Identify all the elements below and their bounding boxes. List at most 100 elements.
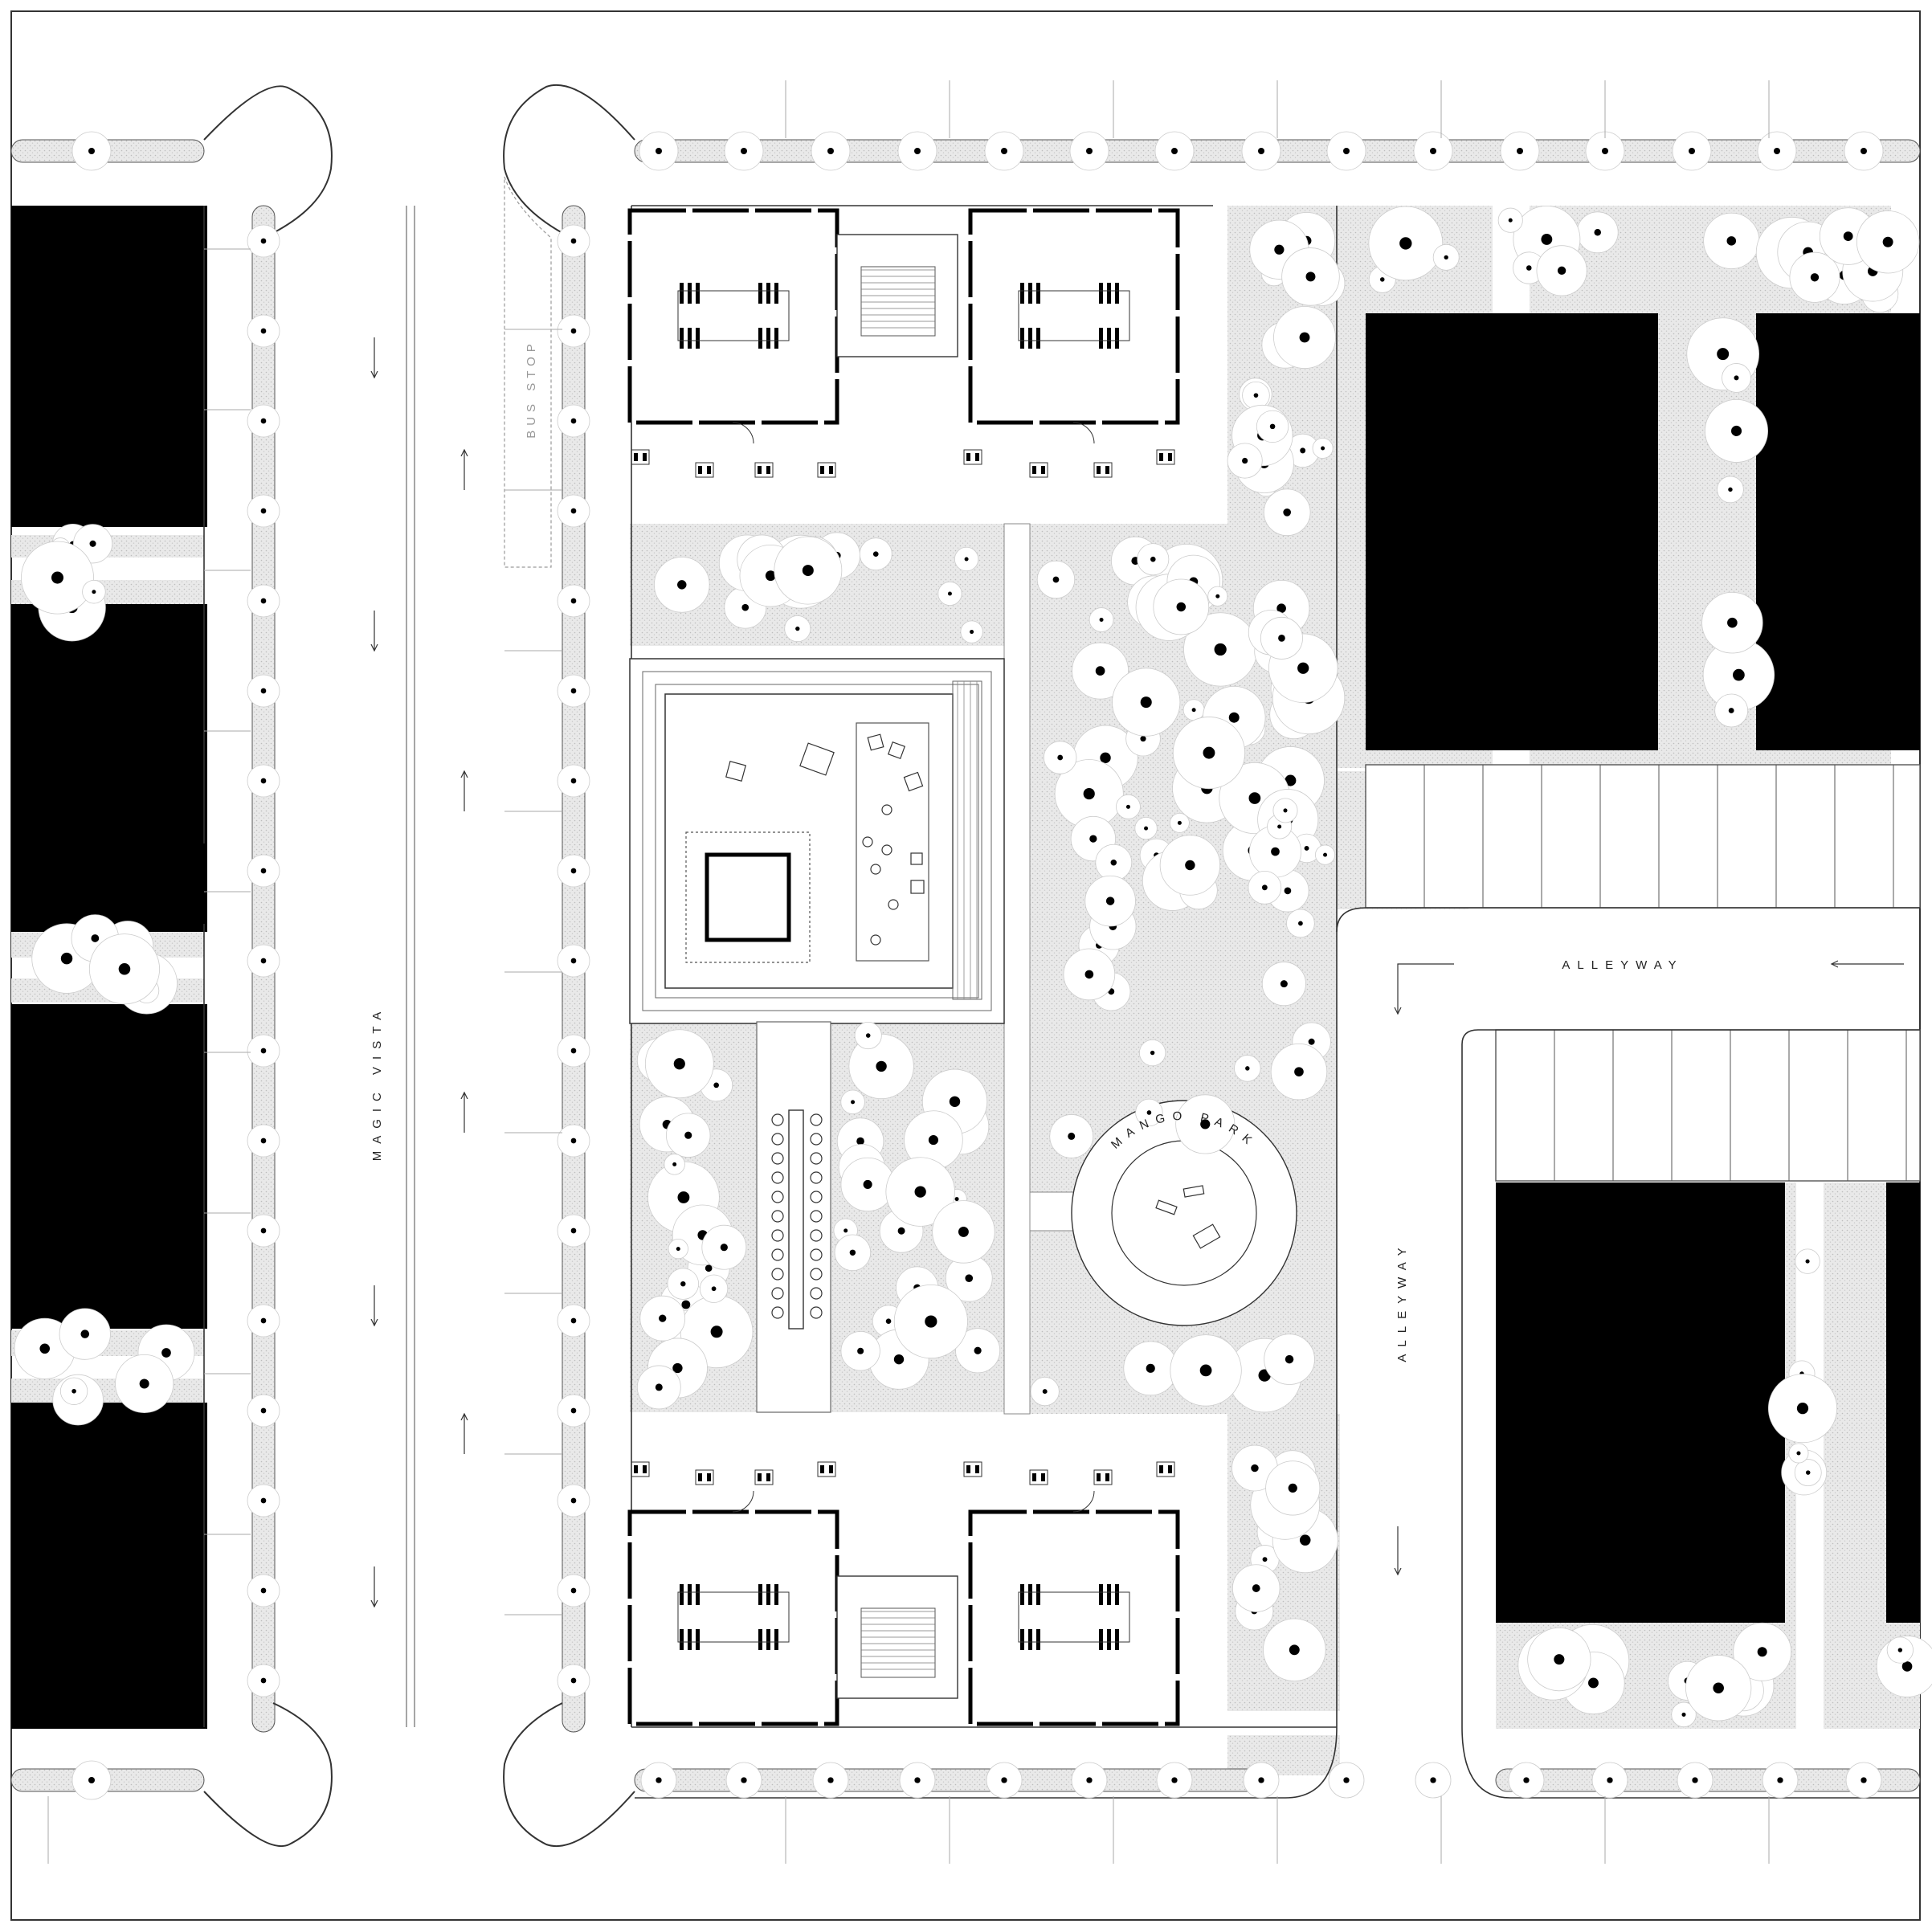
tree-trunk [1523, 1777, 1530, 1783]
tree-trunk [1089, 835, 1097, 843]
tree-trunk [1305, 272, 1316, 282]
tree-trunk [260, 508, 267, 514]
unit-wall [968, 1509, 1180, 1726]
bench [631, 449, 650, 465]
tree-trunk [1191, 708, 1196, 713]
apartment-units [627, 208, 1180, 1726]
tree-trunk [1728, 487, 1733, 492]
chair [810, 1229, 823, 1242]
tree-trunk [1588, 1677, 1599, 1689]
bench-leg [975, 453, 979, 461]
door-swing [732, 1490, 754, 1513]
bulb-out [203, 85, 333, 234]
tree-trunk [1399, 237, 1412, 250]
bench-leg [1105, 1473, 1109, 1481]
bench-leg [698, 466, 702, 474]
tree-trunk [914, 148, 921, 154]
chair [771, 1152, 784, 1165]
chair [810, 1113, 823, 1126]
tree-trunk [80, 1330, 90, 1338]
tree-trunk [260, 778, 267, 784]
bed-post [1020, 1629, 1024, 1650]
building [1756, 313, 1920, 750]
tree-trunk [1276, 603, 1286, 614]
tree-trunk [1242, 457, 1248, 464]
bench-leg [758, 466, 762, 474]
chair [810, 1133, 823, 1146]
bed-post [1107, 328, 1111, 349]
tree-trunk [1271, 847, 1280, 856]
seat-cube [887, 741, 906, 760]
building [1886, 1182, 1920, 1623]
tree-trunk [1861, 148, 1867, 154]
bench [963, 449, 982, 465]
bus-stop-shelter [504, 176, 552, 568]
tree-trunk [863, 1179, 872, 1190]
tree-trunk [1177, 820, 1182, 825]
bench [817, 1461, 836, 1477]
tree-trunk [1251, 1464, 1259, 1472]
chair [810, 1191, 823, 1203]
park-inner-ring [1111, 1140, 1257, 1286]
bed-post [766, 1629, 770, 1650]
tree-trunk [570, 688, 577, 694]
tree-trunk [1144, 826, 1149, 831]
bench-leg [1032, 1473, 1036, 1481]
chair [771, 1133, 784, 1146]
bench-leg [966, 453, 970, 461]
bench-leg [634, 453, 638, 461]
tree-trunk [856, 1137, 864, 1146]
tree-trunk [260, 688, 267, 694]
tree-trunk [260, 1587, 267, 1594]
tree-trunk [893, 1354, 905, 1365]
tree-trunk [260, 1317, 267, 1324]
courtyard-pavilion [629, 658, 1005, 1024]
stair-well [860, 1607, 936, 1678]
tree-trunk [1554, 1654, 1565, 1665]
tree-trunk [1001, 1777, 1007, 1783]
bed-post [1036, 1584, 1040, 1605]
bed-post [1028, 1629, 1032, 1650]
tree-trunk [570, 508, 577, 514]
bench-leg [1041, 1473, 1045, 1481]
bed-post [1028, 1584, 1032, 1605]
chair [771, 1248, 784, 1261]
tree-trunk [1283, 808, 1288, 813]
street-markings [47, 80, 1904, 1864]
tree-trunk [1274, 244, 1285, 255]
tree-trunk [1517, 148, 1523, 154]
bench-leg [1159, 1465, 1163, 1473]
tree-trunk [570, 328, 577, 334]
bed-post [1107, 1629, 1111, 1650]
tree-trunk [260, 1138, 267, 1144]
tree-trunk [659, 1314, 667, 1322]
pavilion-step [642, 671, 992, 1011]
bulb-out [203, 1702, 333, 1848]
chair [771, 1268, 784, 1281]
bed [1018, 1591, 1130, 1643]
bench [695, 462, 714, 478]
tree-trunk [1068, 1132, 1076, 1140]
tree-trunk [570, 1407, 577, 1414]
tree-trunk [1901, 1661, 1913, 1672]
dining-table [756, 1021, 831, 1413]
bench-leg [707, 1473, 711, 1481]
stool [888, 899, 899, 910]
door-swing [732, 422, 754, 444]
parking-row [1365, 764, 1921, 909]
bed-post [758, 1629, 762, 1650]
bed-post [680, 1584, 684, 1605]
tree-trunk [1261, 884, 1268, 891]
alleyway-horizontal-label: ALLEYWAY [1562, 958, 1683, 972]
tree-trunk [51, 571, 64, 584]
tree-trunk [684, 1131, 692, 1139]
tree-trunk [1176, 602, 1187, 612]
tree-trunk [1042, 1389, 1048, 1395]
unit-wall [627, 208, 839, 425]
tree-trunk [827, 148, 834, 154]
tree-trunk [1430, 1777, 1436, 1783]
tree-trunk [1125, 804, 1130, 809]
bench-leg [643, 453, 647, 461]
bed-post [1020, 328, 1024, 349]
tree-trunk [570, 1317, 577, 1324]
